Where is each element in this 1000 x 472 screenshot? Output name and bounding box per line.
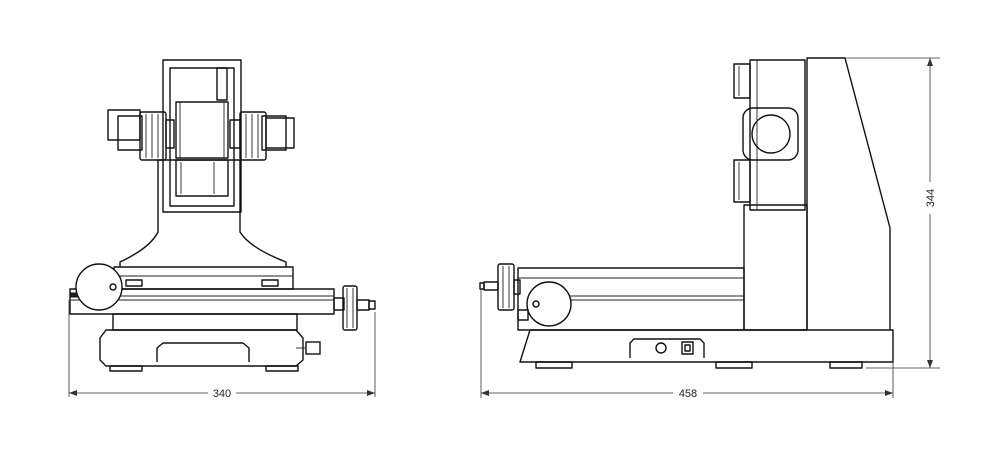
front-stage-knob [342,285,358,331]
front-view: 340 [68,59,376,400]
front-eyepiece-left [107,109,141,141]
side-stage-knob [497,263,515,311]
side-eyepiece-mount [742,107,799,161]
front-head [162,59,242,213]
front-micrometer-drum [75,263,123,311]
side-power-knob [655,342,667,354]
dimension-label-depth: 458 [679,388,697,400]
side-head [749,59,806,211]
front-base [99,329,304,367]
dimension-front-width: 340 [68,300,376,400]
dimension-side-height: 344 [845,57,940,369]
dimension-label-height: 344 [925,189,937,207]
side-head-cap-top [733,63,751,99]
front-lock-knob [305,341,321,355]
front-column [119,159,287,267]
side-column [743,204,808,331]
side-switch [681,341,694,355]
side-arm [806,57,891,330]
front-foot-left [109,365,143,372]
front-base-slot [156,342,250,362]
side-eyepiece-lens [751,114,791,154]
side-micrometer-drum [526,281,572,327]
side-view: 344 458 [479,57,940,400]
side-head-cap-bottom [733,159,751,203]
side-control-panel [629,338,705,358]
dimension-side-depth: 458 [480,290,894,400]
front-slide-block [112,313,298,331]
dimension-label-width: 340 [213,388,231,400]
front-eyepiece-ring-left [139,111,167,161]
front-foot-right [265,365,299,372]
side-base [519,329,894,363]
side-foot-2 [715,361,753,369]
side-foot-3 [829,361,863,369]
side-foot-1 [535,361,573,369]
front-eyepiece-right [265,117,295,149]
